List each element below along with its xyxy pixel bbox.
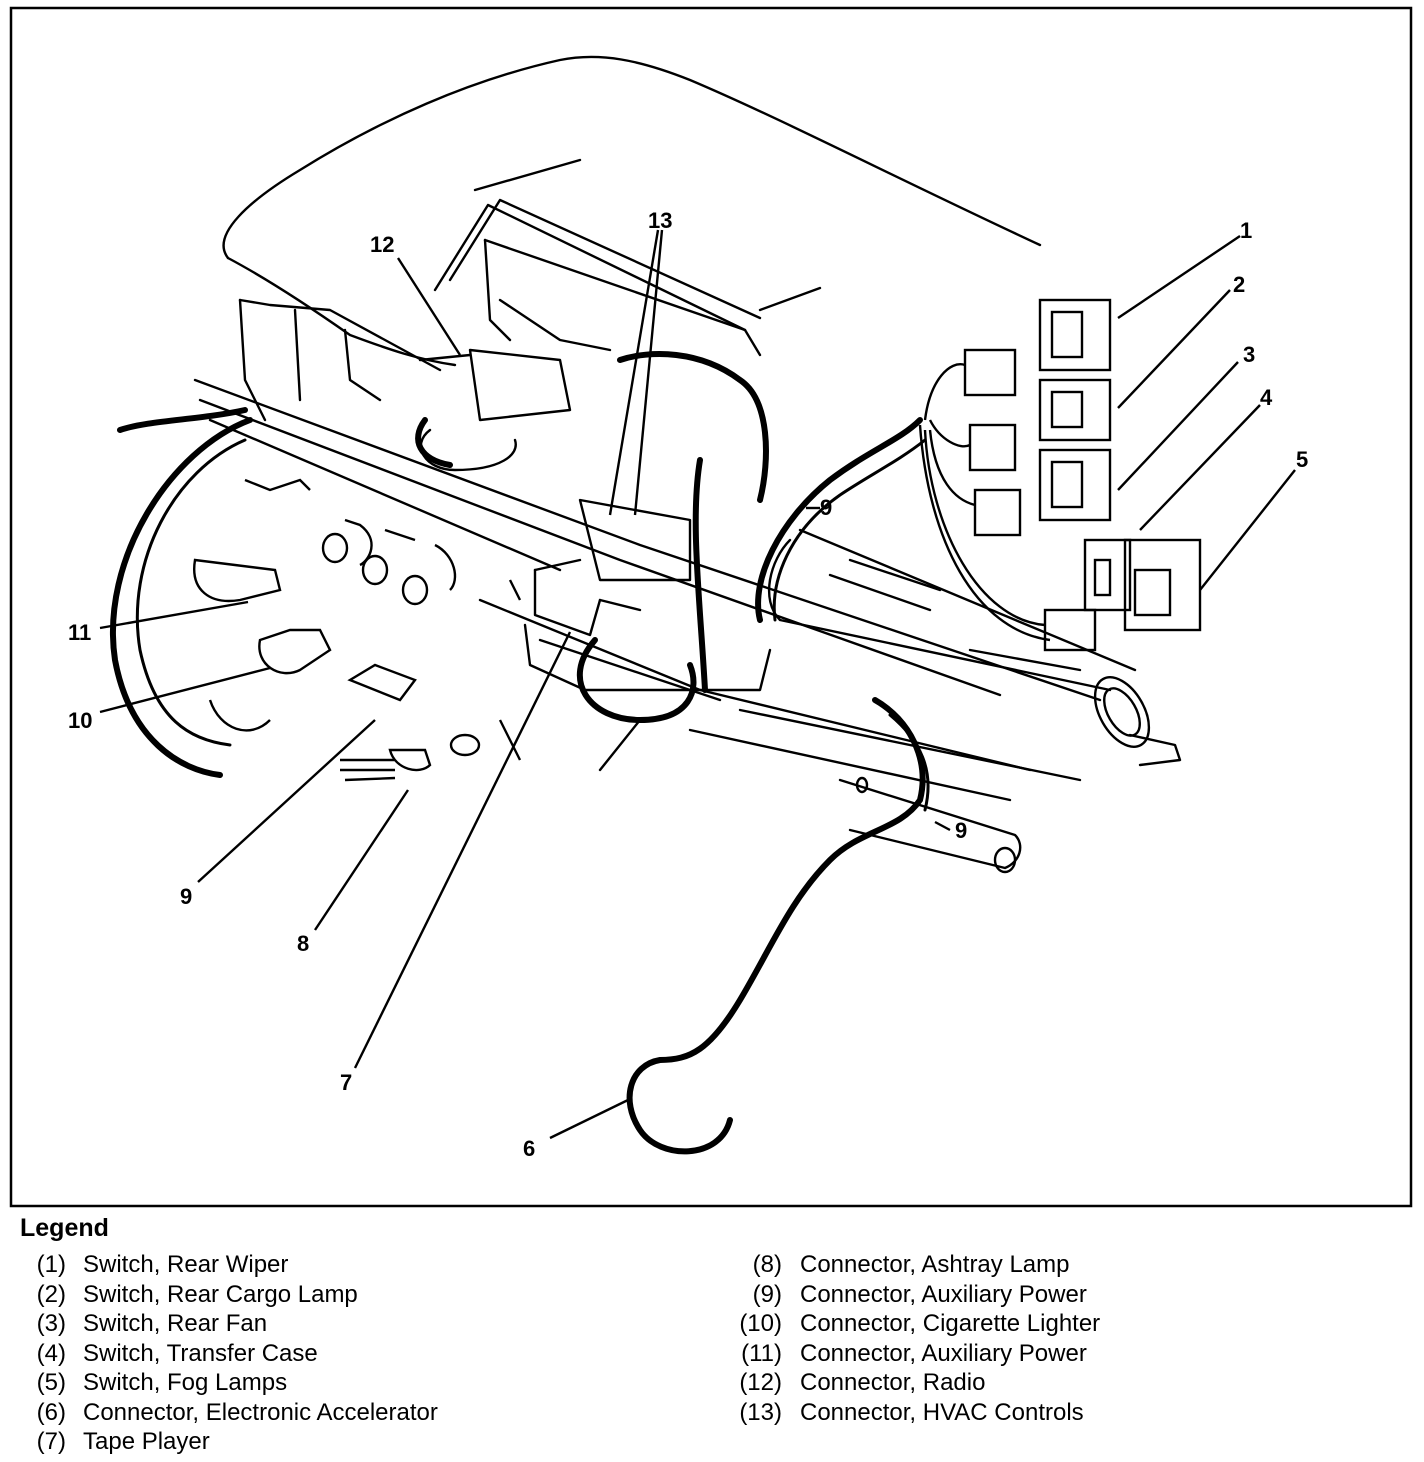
legend-column-right: (8) Connector, Ashtray Lamp (9) Connector,… bbox=[710, 1250, 1100, 1428]
left-connectors bbox=[193, 478, 522, 782]
switch-fog-lamps bbox=[1123, 538, 1202, 632]
legend-item: (3) Switch, Rear Fan bbox=[20, 1309, 267, 1339]
switch-rear-wiper bbox=[1038, 298, 1112, 372]
legend-number: (11) bbox=[741, 1339, 782, 1367]
legend-number: (7) bbox=[36, 1428, 66, 1455]
legend-number: (9) bbox=[752, 1280, 782, 1308]
legend-number: (3) bbox=[36, 1310, 66, 1337]
callout-2: 2 bbox=[1233, 272, 1245, 297]
legend: Legend (1) Switch, Rear Wiper (2) Switch, … bbox=[20, 1214, 1410, 1457]
callout-11: 11 bbox=[68, 620, 91, 645]
leader-lines bbox=[99, 229, 1296, 1140]
legend-item: (8) Connector, Ashtray Lamp bbox=[710, 1250, 1070, 1280]
legend-item: (12) Connector, Radio bbox=[710, 1368, 985, 1398]
legend-item: (5) Switch, Fog Lamps bbox=[20, 1368, 287, 1398]
callout-9c: 9 bbox=[955, 818, 967, 843]
switch-rear-fan bbox=[1038, 448, 1112, 522]
legend-item: (10) Connector, Cigarette Lighter bbox=[710, 1309, 1100, 1339]
legend-number: (5) bbox=[36, 1369, 66, 1396]
legend-item: (2) Switch, Rear Cargo Lamp bbox=[20, 1280, 358, 1310]
leader-9 bbox=[197, 719, 376, 883]
legend-number: (4) bbox=[36, 1339, 66, 1367]
callout-9: 9 bbox=[180, 884, 192, 909]
legend-number: (1) bbox=[36, 1251, 66, 1278]
leader-1 bbox=[1117, 235, 1241, 319]
legend-number: (12) bbox=[739, 1369, 782, 1396]
callout-8: 8 bbox=[297, 931, 309, 956]
leader-10 bbox=[99, 666, 271, 714]
callout-5: 5 bbox=[1296, 447, 1308, 472]
callout-4: 4 bbox=[1260, 385, 1273, 410]
legend-item: (9) Connector, Auxiliary Power bbox=[710, 1280, 1087, 1310]
legend-text: Connector, Radio bbox=[800, 1369, 986, 1396]
leader-12 bbox=[396, 257, 462, 356]
legend-number: (10) bbox=[739, 1310, 782, 1337]
legend-text: Switch, Rear Fan bbox=[83, 1310, 268, 1337]
legend-title: Legend bbox=[20, 1214, 109, 1242]
legend-item: (6) Connector, Electronic Accelerator bbox=[20, 1398, 438, 1428]
legend-text: Connector, Electronic Accelerator bbox=[83, 1398, 438, 1426]
instrument-panel-outline bbox=[193, 55, 1182, 874]
callout-9b: 9 bbox=[820, 495, 832, 520]
leader-7 bbox=[353, 631, 572, 1069]
legend-item: (11) Connector, Auxiliary Power bbox=[710, 1339, 1087, 1369]
wiring-harness bbox=[110, 351, 930, 1155]
callout-13: 13 bbox=[648, 208, 672, 233]
switch-modules bbox=[918, 298, 1202, 652]
switch-transfer-case bbox=[1083, 538, 1132, 612]
wiring-diagram: 1 2 3 4 5 6 7 8 9 10 11 12 13 9 9 bbox=[9, 6, 1413, 1208]
legend-text: Switch, Fog Lamps bbox=[83, 1369, 288, 1396]
callout-3: 3 bbox=[1243, 342, 1255, 367]
leader-5 bbox=[1199, 469, 1296, 591]
callout-7: 7 bbox=[340, 1070, 352, 1095]
legend-column-left: (1) Switch, Rear Wiper (2) Switch, Rear Ca… bbox=[20, 1250, 438, 1457]
legend-number: (2) bbox=[36, 1280, 66, 1308]
leader-3 bbox=[1117, 361, 1239, 491]
legend-text: Connector, Auxiliary Power bbox=[800, 1280, 1087, 1308]
legend-text: Connector, Cigarette Lighter bbox=[800, 1310, 1101, 1337]
legend-text: Connector, Auxiliary Power bbox=[800, 1339, 1087, 1367]
legend-text: Switch, Transfer Case bbox=[83, 1339, 318, 1367]
switch-rear-cargo-lamp bbox=[1038, 378, 1112, 442]
leader-8 bbox=[314, 789, 409, 931]
legend-number: (13) bbox=[739, 1398, 782, 1426]
legend-text: Connector, HVAC Controls bbox=[800, 1398, 1084, 1426]
legend-number: (8) bbox=[752, 1251, 782, 1278]
diagram-frame bbox=[9, 6, 1413, 1208]
legend-text: Tape Player bbox=[83, 1428, 210, 1455]
callout-6: 6 bbox=[523, 1136, 535, 1161]
legend-number: (6) bbox=[36, 1398, 66, 1426]
leader-6 bbox=[549, 1098, 629, 1140]
legend-item: (1) Switch, Rear Wiper bbox=[20, 1250, 289, 1280]
legend-text: Connector, Ashtray Lamp bbox=[800, 1251, 1070, 1278]
legend-text: Switch, Rear Wiper bbox=[83, 1251, 289, 1278]
callout-numbers: 1 2 3 4 5 6 7 8 9 10 11 12 13 9 9 bbox=[68, 208, 1308, 1161]
legend-text: Switch, Rear Cargo Lamp bbox=[83, 1280, 358, 1308]
diagram-drawing: 1 2 3 4 5 6 7 8 9 10 11 12 13 9 9 bbox=[9, 6, 1413, 1208]
legend-item: (13) Connector, HVAC Controls bbox=[710, 1398, 1083, 1428]
callout-10: 10 bbox=[68, 708, 92, 733]
legend-item: (7) Tape Player bbox=[20, 1427, 210, 1457]
leader-11 bbox=[99, 600, 249, 630]
leader-13a bbox=[608, 229, 660, 516]
leader-2 bbox=[1117, 289, 1231, 409]
callout-12: 12 bbox=[370, 232, 394, 257]
leader-9c bbox=[934, 820, 951, 832]
leader-13b bbox=[633, 229, 664, 516]
legend-item: (4) Switch, Transfer Case bbox=[20, 1339, 318, 1369]
leader-4 bbox=[1139, 404, 1261, 531]
callout-1: 1 bbox=[1240, 218, 1252, 243]
